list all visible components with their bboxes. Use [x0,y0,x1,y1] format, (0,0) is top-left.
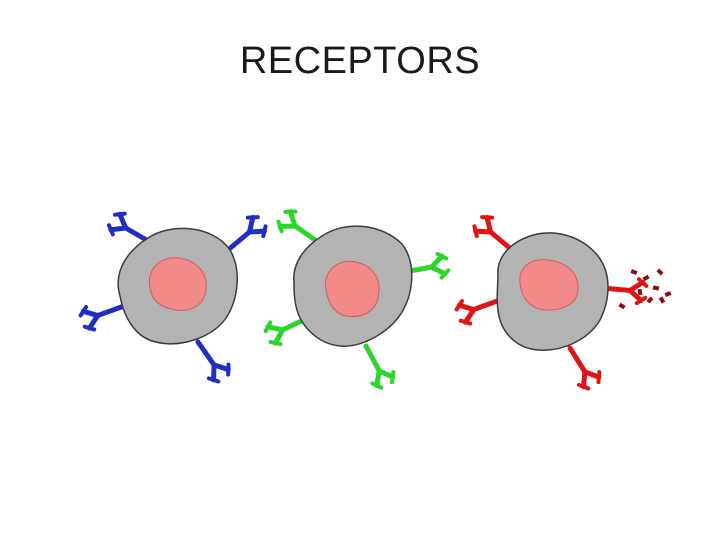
ligand-fragment [652,285,660,291]
ligand-fragment [642,274,650,282]
cell-red [455,213,647,392]
ligand-fragment [630,269,638,275]
ligand-crescent [86,343,96,354]
ligand-crescent [116,370,122,382]
ligands-blue [44,294,122,388]
cell-nucleus [148,257,207,311]
ligand-crescent [61,294,70,306]
cell-blue [79,210,270,385]
ligand-crescent [52,364,60,376]
ligand-fragment [664,291,672,297]
cell-nucleus [519,259,579,311]
cell-nucleus [324,260,380,317]
ligand-fragment [658,296,666,304]
ligand-fragment [646,296,654,304]
ligand-fragment [637,288,643,296]
receptor [355,340,397,390]
slide-title: RECEPTORS [239,40,481,82]
ligand-crescent [44,316,52,328]
ligands-red [618,268,672,310]
cell-green [263,207,449,391]
receptor [560,342,604,392]
ligand-fragment [618,302,626,310]
ligand-crescent [72,318,81,330]
ligand-crescent [80,380,92,388]
ligand-fragment [656,268,664,276]
receptor [188,335,233,385]
